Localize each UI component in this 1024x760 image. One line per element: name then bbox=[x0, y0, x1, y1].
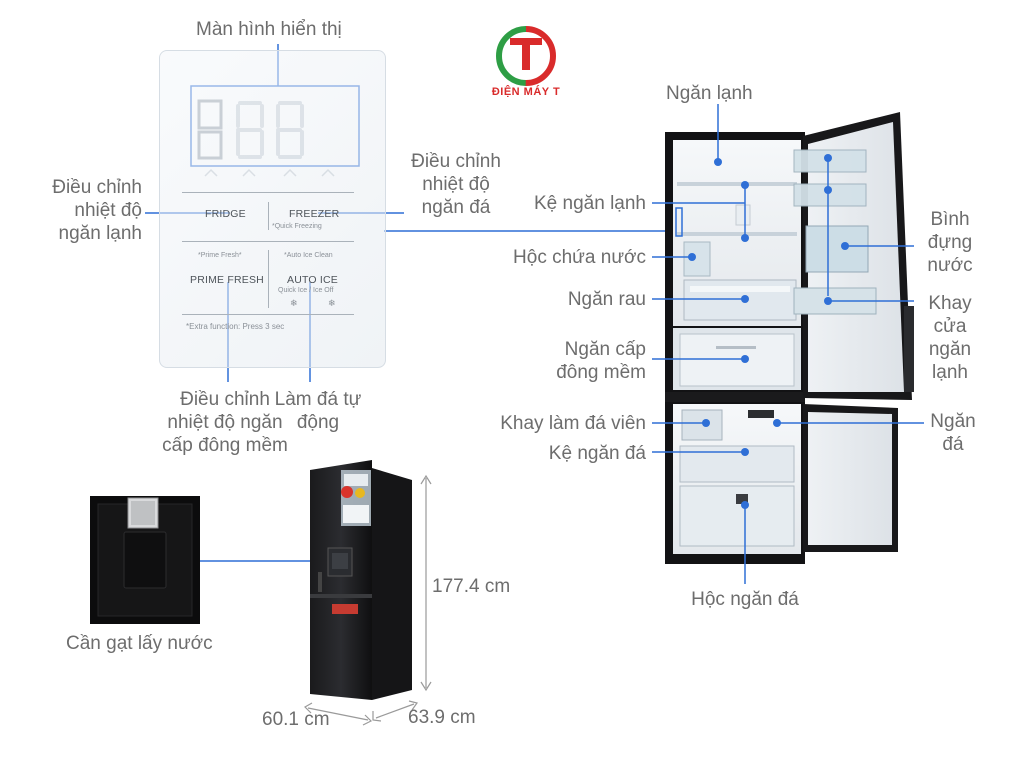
label-water-lever: Cần gạt lấy nước bbox=[66, 633, 213, 654]
quick-freezing-note: *Quick Freezing bbox=[272, 223, 322, 230]
panel-divider-top bbox=[182, 192, 354, 193]
freezer-button[interactable]: FREEZER bbox=[289, 208, 340, 220]
panel-divider-bottom bbox=[182, 314, 354, 315]
water-lever-photo bbox=[90, 496, 200, 624]
open-fridge-photo bbox=[665, 112, 914, 564]
auto-ice-button[interactable]: AUTO ICE bbox=[287, 274, 338, 286]
closed-fridge-photo bbox=[310, 460, 412, 700]
label-display: Màn hình hiển thị bbox=[196, 19, 342, 40]
dimension-depth: 63.9 cm bbox=[408, 707, 476, 728]
fridge-callouts bbox=[652, 104, 924, 584]
label-freezer-drawer: Hộc ngăn đá bbox=[691, 589, 799, 610]
control-panel-face bbox=[159, 50, 386, 368]
brand-logo bbox=[496, 26, 556, 86]
label-soft-freeze-temp: Điều chỉnh nhiệt độ ngăn cấp đông mềm bbox=[162, 389, 288, 456]
fridge-button[interactable]: FRIDGE bbox=[205, 208, 246, 220]
label-veg: Ngăn rau bbox=[567, 289, 646, 310]
dimension-lines bbox=[304, 474, 432, 726]
label-door-tray: Khay cửa ngăn lạnh bbox=[928, 293, 972, 383]
panel-divider-mid bbox=[182, 241, 354, 242]
prime-fresh-note: *Prime Fresh* bbox=[198, 252, 242, 259]
label-fridge-temp: Điều chỉnh nhiệt độ ngăn lạnh bbox=[52, 177, 142, 244]
dimension-width: 60.1 cm bbox=[262, 709, 330, 730]
label-soft-freeze: Ngăn cấp đông mềm bbox=[556, 339, 646, 383]
label-freezer-temp: Điều chỉnh nhiệt độ ngăn đá bbox=[411, 151, 501, 218]
ice-off-icon: ❄ bbox=[328, 298, 336, 308]
label-ice-tray: Khay làm đá viên bbox=[500, 413, 646, 434]
label-freezer: Ngăn đá bbox=[930, 411, 976, 455]
quick-ice-note: Quick Ice / Ice Off bbox=[278, 287, 334, 294]
label-freezer-shelf: Kệ ngăn đá bbox=[548, 443, 646, 464]
label-water-bottle: Bình đựng nước bbox=[927, 209, 973, 276]
extra-function-note: *Extra function: Press 3 sec bbox=[186, 322, 285, 331]
panel-divider-vertical-2 bbox=[268, 250, 269, 308]
label-auto-ice: Làm đá tự động bbox=[274, 389, 362, 433]
panel-divider-vertical bbox=[268, 202, 269, 230]
brand-name: ĐIỆN MÁY T bbox=[491, 86, 561, 98]
label-fridge: Ngăn lạnh bbox=[666, 83, 753, 104]
dimension-height: 177.4 cm bbox=[432, 576, 511, 597]
label-fridge-shelf: Kệ ngăn lạnh bbox=[534, 193, 646, 214]
auto-ice-clean-note: *Auto Ice Clean bbox=[284, 252, 333, 259]
snowflake-icon: ❄ bbox=[290, 298, 298, 308]
callout-dots bbox=[688, 154, 849, 509]
prime-fresh-button[interactable]: PRIME FRESH bbox=[190, 274, 264, 286]
label-water-tank: Hộc chứa nước bbox=[513, 247, 646, 268]
